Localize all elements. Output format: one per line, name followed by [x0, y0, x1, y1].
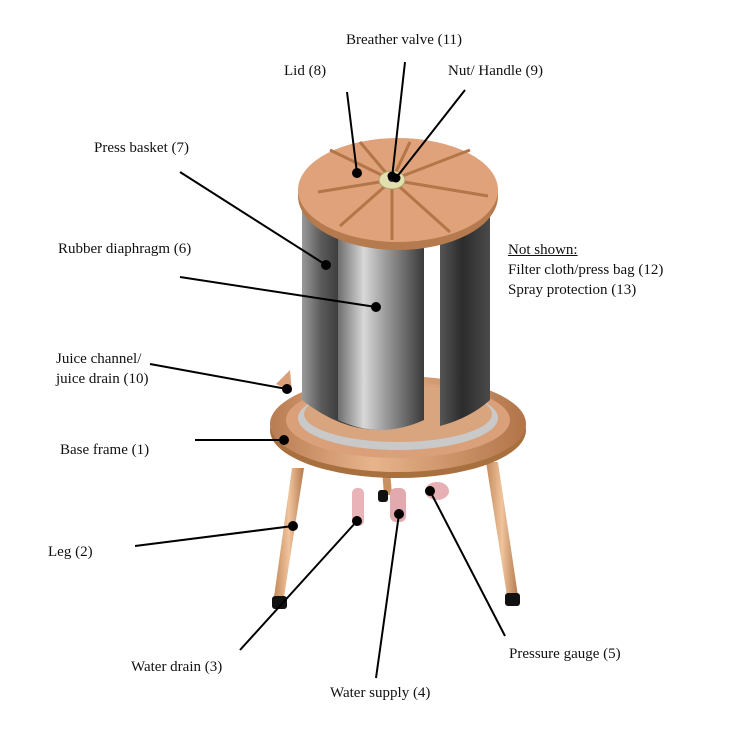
leader-pressure-gauge	[429, 490, 506, 637]
leader-rubber-diaphragm	[179, 276, 377, 308]
leg-right	[486, 462, 518, 596]
fittings	[352, 482, 449, 526]
label-water-drain: Water drain (3)	[131, 659, 223, 675]
legs	[272, 462, 520, 609]
label-juice-channel-line2: juice drain (10)	[56, 371, 149, 387]
not-shown-item: Spray protection (13)	[508, 282, 637, 298]
not-shown-item: Filter cloth/press bag (12)	[508, 262, 664, 278]
label-base-frame: Base frame (1)	[60, 442, 150, 458]
label-breather-valve: Breather valve (11)	[346, 32, 463, 48]
label-press-basket: Press basket (7)	[94, 140, 189, 156]
leader-breather-valve	[391, 61, 406, 179]
leader-water-drain	[239, 520, 358, 651]
not-shown-note: Not shown: Filter cloth/press bag (12) S…	[508, 240, 663, 300]
label-leg: Leg (2)	[48, 544, 93, 560]
label-juice-channel-line1: Juice channel/	[56, 351, 142, 367]
label-lid: Lid (8)	[284, 63, 327, 79]
leader-juice-channel	[149, 363, 288, 390]
not-shown-heading: Not shown:	[508, 242, 578, 258]
leader-lines	[134, 61, 506, 679]
label-water-supply: Water supply (4)	[330, 685, 431, 701]
leader-water-supply	[375, 513, 400, 679]
label-nut-handle: Nut/ Handle (9)	[448, 63, 543, 79]
leader-press-basket	[179, 171, 327, 266]
leader-nut-handle	[395, 89, 466, 179]
label-rubber-diaphragm: Rubber diaphragm (6)	[58, 241, 192, 257]
leader-lid	[346, 91, 358, 174]
leg-foot-left	[272, 596, 287, 609]
lid	[298, 138, 498, 250]
leg-left	[274, 468, 304, 597]
label-pressure-gauge: Pressure gauge (5)	[509, 646, 621, 662]
leader-leg	[134, 525, 294, 547]
leg-foot-right	[505, 593, 520, 606]
